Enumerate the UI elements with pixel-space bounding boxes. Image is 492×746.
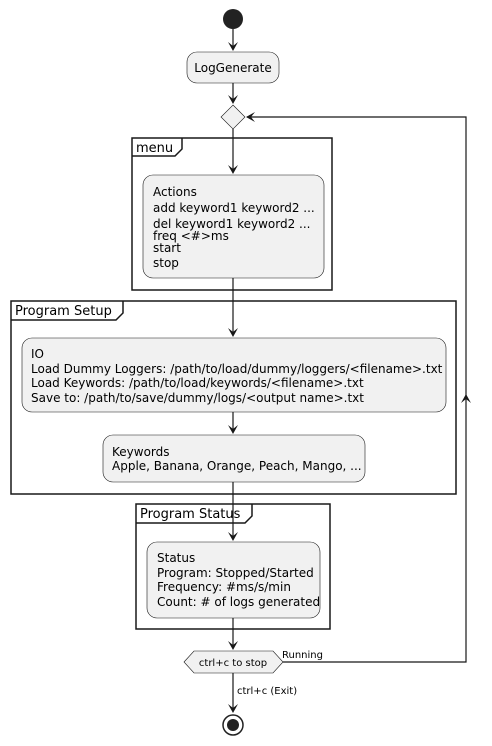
arrowhead (246, 112, 255, 122)
status-action: Status Program: Stopped/Started Frequenc… (146, 541, 321, 619)
loggenerate-label: LogGenerate (194, 61, 271, 75)
program-setup-partition: Program Setup (10, 300, 457, 495)
io-line: IO (31, 347, 44, 361)
menu-partition-title: menu (136, 141, 173, 156)
merge-diamond (220, 104, 246, 130)
arrowhead (461, 394, 471, 403)
actions-action: Actions add keyword1 keyword2 ... del ke… (142, 174, 325, 279)
status-line: Status (157, 551, 195, 565)
status-line: Program: Stopped/Started (157, 566, 314, 580)
status-line: Count: # of logs generated (157, 595, 320, 609)
exit-label: ctrl+c (Exit) (237, 686, 297, 697)
io-line: Save to: /path/to/save/dummy/logs/<outpu… (31, 391, 364, 405)
arrowhead (228, 42, 238, 51)
status-line: Frequency: #ms/s/min (157, 580, 291, 594)
program-status-title: Program Status (140, 507, 241, 522)
actions-line: del keyword1 keyword2 ... (153, 217, 311, 231)
edge-loop-back (247, 116, 467, 663)
actions-line: Actions (153, 185, 197, 199)
program-setup-title: Program Setup (15, 304, 112, 319)
actions-line: start (153, 241, 181, 255)
arrowhead (228, 425, 238, 434)
loop-condition-label: ctrl+c to stop (199, 658, 267, 669)
keywords-line: Apple, Banana, Orange, Peach, Mango, ... (112, 459, 362, 473)
menu-partition: menu (131, 137, 333, 291)
io-action: IO Load Dummy Loggers: /path/to/load/dum… (21, 337, 447, 413)
running-label: Running (282, 650, 323, 661)
keywords-line: Keywords (112, 445, 170, 459)
arrowhead (228, 95, 238, 104)
arrowhead (228, 641, 238, 650)
actions-line: add keyword1 keyword2 ... (153, 201, 315, 215)
io-line: Load Dummy Loggers: /path/to/load/dummy/… (31, 362, 443, 376)
end-node (222, 714, 244, 736)
actions-line: stop (153, 256, 179, 270)
start-node (223, 9, 243, 29)
actions-line: freq <#>ms (153, 229, 229, 243)
loggenerate-action: LogGenerate (186, 51, 280, 84)
arrowhead (228, 704, 238, 713)
io-line: Load Keywords: /path/to/load/keywords/<f… (31, 376, 364, 390)
arrowhead (228, 165, 238, 174)
arrowhead (228, 328, 238, 337)
loop-condition: ctrl+c to stop (183, 650, 284, 674)
arrowhead (228, 532, 238, 541)
keywords-action: Keywords Apple, Banana, Orange, Peach, M… (102, 434, 366, 483)
